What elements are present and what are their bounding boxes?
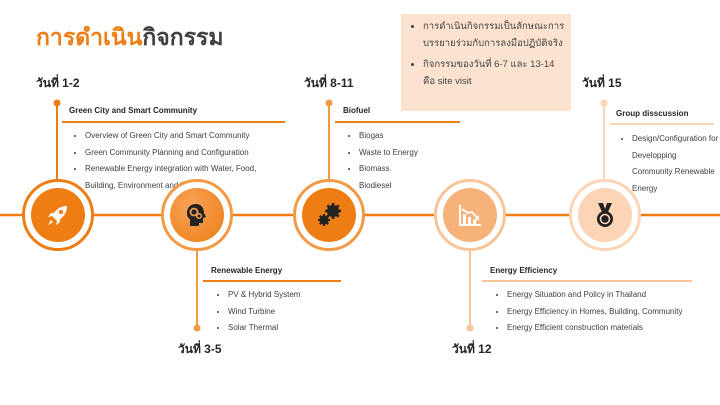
head-gears-icon — [187, 204, 206, 226]
stage5-heading: Group disscussion — [616, 109, 689, 118]
stage1-underline — [62, 121, 285, 123]
note-item: การดำเนินกิจกรรมเป็นลักษณะการบรรยายร่วมก… — [423, 18, 565, 52]
stage4-dot — [466, 324, 474, 332]
stage4-day: วันที่ 12 — [452, 342, 492, 356]
list-item: Energy Situation and Policy in Thailand — [507, 287, 713, 304]
stage5-circle — [578, 188, 632, 242]
title-highlight: การดำเนิน — [36, 24, 143, 50]
note-item: กิจกรรมของวันที่ 6-7 และ 13-14 คือ site … — [423, 56, 565, 90]
list-item: Biogas — [359, 128, 465, 145]
declining-chart-icon — [459, 205, 481, 226]
stage2-day: วันที่ 3-5 — [178, 342, 222, 356]
stage2-circle — [170, 188, 224, 242]
stage3-dot — [325, 99, 333, 107]
stage4-circle — [443, 188, 497, 242]
stage3-circle — [302, 188, 356, 242]
page-title: การดำเนินกิจกรรม — [36, 20, 224, 56]
list-item: PV & Hybrid System — [228, 287, 354, 304]
stage4-heading: Energy Efficiency — [490, 266, 558, 275]
list-item: Biodiesel — [359, 178, 465, 195]
gears-icon — [318, 203, 341, 226]
stage1-heading: Green City and Smart Community — [69, 106, 198, 115]
list-item: Biomass — [359, 161, 465, 178]
list-item: Energy Efficiency in Homes, Building, Co… — [507, 304, 713, 321]
list-item: Waste to Energy — [359, 145, 465, 162]
title-rest: กิจกรรม — [142, 24, 224, 50]
stage5-list: Design/Configuration for Developping Com… — [619, 131, 719, 197]
stage5-underline — [610, 123, 714, 125]
stage3-underline — [335, 121, 460, 123]
stage2-underline — [203, 280, 341, 282]
list-item: Solar Thermal — [228, 320, 354, 337]
stage3-day: วันที่ 8-11 — [304, 76, 354, 90]
stage5-dot — [600, 99, 608, 107]
list-item: Energy Efficient construction materials — [507, 320, 713, 337]
list-item: Design/Configuration for Developping Com… — [632, 131, 719, 197]
stage1-dot — [53, 99, 61, 107]
stage3-list: Biogas Waste to Energy Biomass Biodiesel — [345, 128, 465, 194]
list-item: Wind Turbine — [228, 304, 354, 321]
list-item: Green Community Planning and Configurati… — [85, 145, 285, 162]
list-item: Renewable Energy integration with Water,… — [85, 161, 285, 194]
list-item: Overview of Green City and Smart Communi… — [85, 128, 285, 145]
stage1-list: Overview of Green City and Smart Communi… — [71, 128, 285, 194]
stage1-day: วันที่ 1-2 — [36, 76, 80, 90]
stage4-underline — [482, 280, 692, 282]
stage5-day: วันที่ 15 — [582, 76, 622, 90]
stage1-circle — [31, 188, 85, 242]
info-note-box: การดำเนินกิจกรรมเป็นลักษณะการบรรยายร่วมก… — [401, 14, 571, 111]
stage2-heading: Renewable Energy — [211, 266, 283, 275]
medal-icon — [597, 203, 613, 227]
stage4-list: Energy Situation and Policy in Thailand … — [493, 287, 713, 337]
stage2-list: PV & Hybrid System Wind Turbine Solar Th… — [214, 287, 354, 337]
stage3-heading: Biofuel — [343, 106, 371, 115]
rocket-icon — [48, 206, 67, 225]
stage2-dot — [193, 324, 201, 332]
